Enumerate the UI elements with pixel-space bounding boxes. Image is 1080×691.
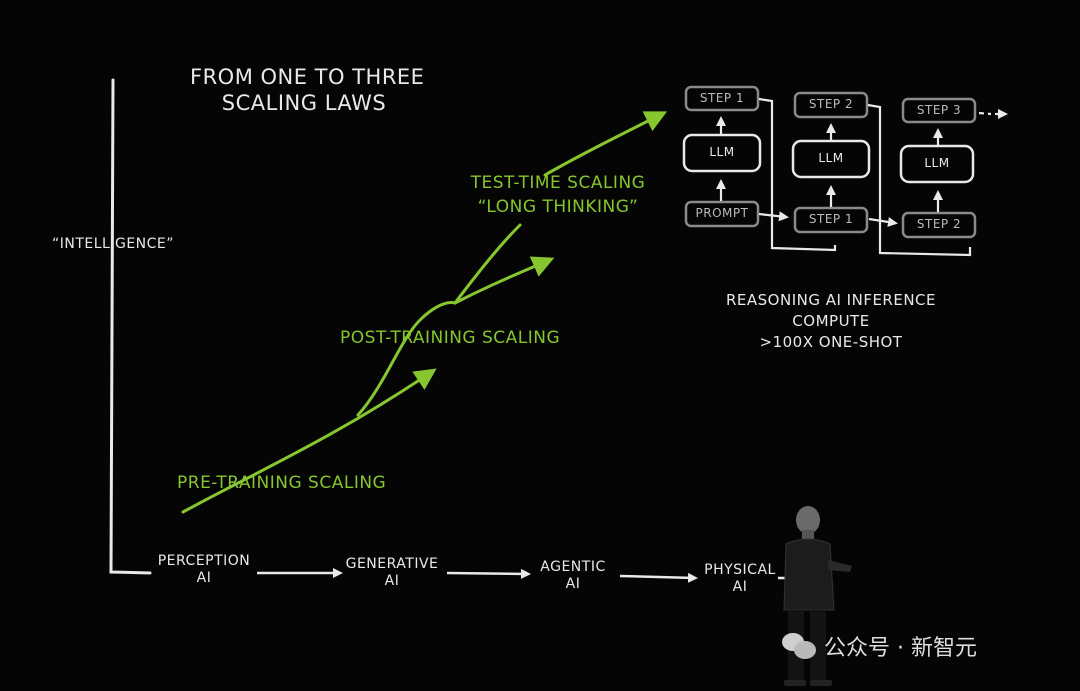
box-col2-bottom: STEP 1 bbox=[808, 212, 854, 226]
reasoning-caption: REASONING AI INFERENCE COMPUTE >100X ONE… bbox=[716, 290, 946, 353]
box-col1-prompt: PROMPT bbox=[695, 206, 749, 220]
box-col2-top: STEP 2 bbox=[808, 97, 854, 111]
stage-perception-line2: AI bbox=[196, 570, 212, 586]
watermark: 公众号 · 新智元 bbox=[782, 630, 977, 662]
stage-label-agentic: AGENTIC AI bbox=[533, 559, 613, 593]
speaker-figure bbox=[783, 506, 852, 686]
title-line-2: SCALING LAWS bbox=[221, 91, 387, 115]
title-line-1: FROM ONE TO THREE bbox=[190, 65, 425, 89]
stage-agentic-line1: AGENTIC bbox=[540, 559, 606, 575]
stage-label-physical: PHYSICAL AI bbox=[700, 562, 780, 596]
stage-label-perception: PERCEPTION AI bbox=[152, 553, 256, 587]
axes bbox=[109, 78, 152, 575]
box-col1-llm: LLM bbox=[709, 145, 735, 159]
scaling-curves bbox=[181, 111, 668, 514]
wechat-icon bbox=[782, 633, 816, 659]
test-time-line1: TEST-TIME SCALING bbox=[470, 173, 646, 193]
reasoning-diagram bbox=[682, 85, 1008, 257]
y-axis-label: “INTELLIGENCE” bbox=[52, 236, 175, 252]
stage-generative-line2: AI bbox=[384, 573, 400, 589]
stage-physical-line2: AI bbox=[732, 579, 748, 595]
watermark-text: 公众号 · 新智元 bbox=[824, 636, 977, 661]
pre-training-label: PRE-TRAINING SCALING bbox=[177, 473, 387, 493]
test-time-label: TEST-TIME SCALING “LONG THINKING” bbox=[466, 171, 650, 219]
stage-generative-line1: GENERATIVE bbox=[345, 556, 439, 572]
box-col3-bottom: STEP 2 bbox=[916, 217, 962, 231]
test-time-line2: “LONG THINKING” bbox=[477, 197, 639, 217]
stage-physical-line1: PHYSICAL bbox=[704, 562, 776, 578]
stage-agentic-line2: AI bbox=[565, 576, 581, 592]
caption-line-1: REASONING AI INFERENCE bbox=[725, 291, 937, 309]
box-col1-top: STEP 1 bbox=[699, 91, 745, 105]
box-col3-llm: LLM bbox=[924, 156, 950, 170]
stage-perception-line1: PERCEPTION bbox=[157, 553, 251, 569]
caption-line-3: >100X ONE-SHOT bbox=[759, 333, 903, 351]
caption-line-2: COMPUTE bbox=[792, 312, 870, 330]
box-col3-top: STEP 3 bbox=[916, 103, 962, 117]
box-col2-llm: LLM bbox=[818, 151, 844, 165]
slide-title: FROM ONE TO THREE SCALING LAWS bbox=[190, 64, 425, 116]
stage-label-generative: GENERATIVE AI bbox=[340, 556, 444, 590]
post-training-label: POST-TRAINING SCALING bbox=[340, 328, 561, 348]
